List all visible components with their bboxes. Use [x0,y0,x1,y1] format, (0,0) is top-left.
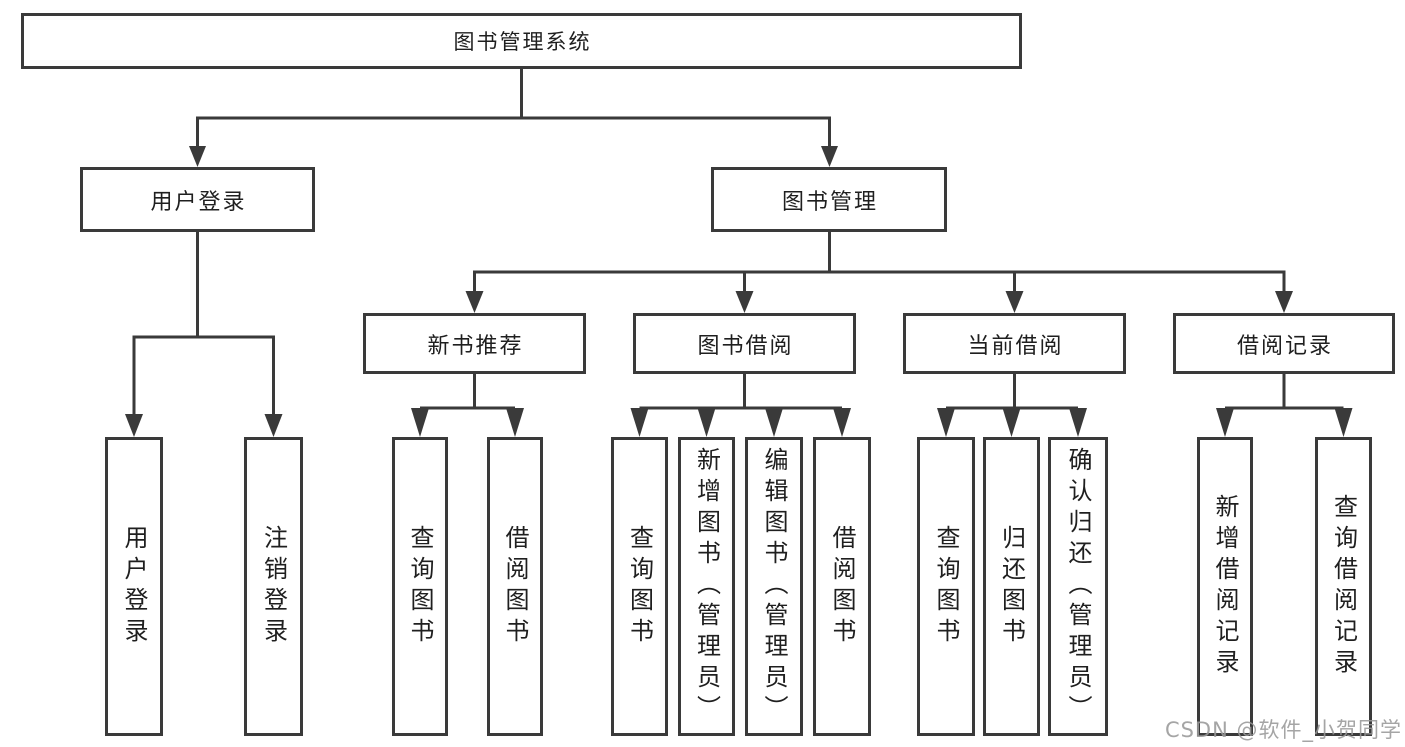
arrowhead [833,408,851,437]
leaf-return-books: 归还图书 [983,437,1040,736]
connector-user-login-to-leaves [125,232,283,437]
node-new-book-recommend: 新书推荐 [363,313,586,374]
leaf-borrow-books-2-label: 借阅图书 [828,524,856,649]
leaf-add-borrow-record-label: 新增借阅记录 [1211,493,1239,680]
node-current-borrow-label: 当前借阅 [967,333,1064,359]
node-user-login: 用户登录 [80,167,315,232]
leaf-confirm-return-admin: 确认归还（管理员） [1048,437,1108,736]
arrowhead [1334,408,1353,437]
node-user-login-label: 用户登录 [150,189,247,215]
arrowhead [411,408,429,437]
node-book-borrow: 图书借阅 [633,313,856,374]
arrowhead [735,291,754,313]
node-borrow-record-label: 借阅记录 [1236,333,1333,359]
arrowhead [1069,408,1087,437]
leaf-query-books-3: 查询图书 [917,437,975,736]
node-borrow-record: 借阅记录 [1173,313,1395,374]
arrowhead [1005,291,1024,313]
leaf-borrow-books-1: 借阅图书 [487,437,543,736]
leaf-query-books-3-label: 查询图书 [932,524,960,649]
arrowhead [1216,408,1234,437]
leaf-query-books-1: 查询图书 [392,437,448,736]
connector-new-book-to-leaves [411,374,524,437]
leaf-edit-books-admin-label: 编辑图书（管理员） [760,447,788,726]
connector-book-borrow-to-leaves [630,374,851,437]
leaf-add-books-admin-label: 新增图书（管理员） [692,447,721,726]
leaf-user-login: 用户登录 [105,437,163,736]
node-root-label: 图书管理系统 [453,30,592,54]
arrowhead [1275,291,1293,313]
arrowhead [765,408,783,437]
connector-book-mgmt-to-level3 [465,232,1293,313]
leaf-query-books-2-label: 查询图书 [625,524,654,649]
node-book-borrow-label: 图书借阅 [697,333,794,359]
connector-borrow-record-to-leaves [1216,374,1353,437]
node-current-borrow: 当前借阅 [903,313,1126,374]
leaf-user-login-label: 用户登录 [120,524,148,649]
leaf-query-books-2: 查询图书 [611,437,668,736]
leaf-query-borrow-record-label: 查询借阅记录 [1329,493,1358,680]
leaf-edit-books-admin: 编辑图书（管理员） [745,437,803,736]
leaf-add-books-admin: 新增图书（管理员） [678,437,735,736]
leaf-confirm-return-admin-label: 确认归还（管理员） [1064,447,1092,726]
arrowhead [821,146,838,167]
node-new-book-recommend-label: 新书推荐 [427,333,524,359]
arrowhead [937,408,955,437]
node-book-management-label: 图书管理 [781,189,878,215]
leaf-logout: 注销登录 [244,437,303,736]
connector-root-to-level2 [189,69,838,167]
arrowhead [465,291,484,313]
leaf-borrow-books-1-label: 借阅图书 [501,524,529,649]
leaf-borrow-books-2: 借阅图书 [813,437,871,736]
arrowhead [506,408,524,437]
leaf-add-borrow-record: 新增借阅记录 [1197,437,1253,736]
node-book-management: 图书管理 [711,167,947,232]
csdn-watermark: CSDN @软件_小贺同学 [1164,718,1402,742]
arrowhead [1002,408,1021,437]
leaf-return-books-label: 归还图书 [997,524,1026,649]
arrowhead [189,146,206,167]
leaf-query-borrow-record: 查询借阅记录 [1315,437,1372,736]
leaf-logout-label: 注销登录 [259,524,288,649]
arrowhead [125,414,143,437]
leaf-query-books-1-label: 查询图书 [406,524,434,649]
node-root-system: 图书管理系统 [21,13,1022,69]
arrowhead [264,414,283,437]
arrowhead [697,408,716,437]
arrowhead [630,408,649,437]
connector-current-borrow-to-leaves [937,374,1087,437]
